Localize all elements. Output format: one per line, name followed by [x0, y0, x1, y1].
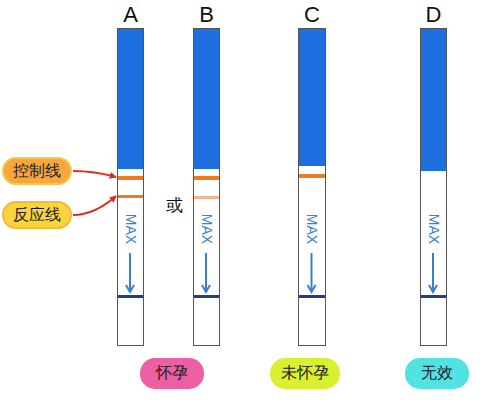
- pill-text: 未怀孕: [281, 363, 329, 384]
- flow-arrow: [299, 251, 326, 301]
- flow-arrow: [421, 251, 447, 301]
- flow-arrow-head: [429, 285, 437, 292]
- strip-body: MAX: [420, 28, 447, 346]
- label-pill: 怀孕: [140, 358, 204, 389]
- test-strip: A MAX: [117, 0, 144, 346]
- absorbent-tip: [118, 29, 143, 169]
- test-strip: C MAX: [298, 0, 326, 346]
- result-line: [118, 176, 143, 180]
- result-line: [299, 174, 325, 178]
- flow-arrow: [118, 251, 144, 301]
- flow-arrow-shaft: [129, 253, 131, 291]
- strip-letter: B: [199, 2, 214, 28]
- test-strip: B MAX: [193, 0, 220, 346]
- label-pill: 无效: [405, 358, 469, 389]
- max-line: [194, 295, 219, 298]
- strip-body: MAX: [193, 28, 220, 346]
- flow-arrow: [194, 251, 220, 301]
- max-mark: MAX: [426, 214, 442, 244]
- pill-text: 控制线: [13, 161, 61, 182]
- max-line: [421, 295, 446, 298]
- result-line: [194, 196, 219, 199]
- pill-text: 反应线: [13, 205, 61, 226]
- flow-arrow-head: [308, 285, 316, 292]
- conjunction-label: 或: [166, 194, 183, 217]
- result-line: [118, 195, 143, 198]
- max-line: [118, 295, 143, 298]
- flow-arrow-head: [202, 285, 210, 292]
- max-mark: MAX: [123, 214, 139, 244]
- label-pill: 控制线: [2, 157, 72, 185]
- test-strip: D MAX: [420, 0, 447, 346]
- strip-letter: D: [426, 2, 442, 28]
- label-pill: 反应线: [2, 201, 72, 229]
- result-line: [194, 176, 219, 180]
- strip-body: MAX: [298, 28, 326, 346]
- max-mark: MAX: [304, 214, 320, 244]
- absorbent-tip: [194, 29, 219, 169]
- strip-body: MAX: [117, 28, 144, 346]
- absorbent-tip: [421, 29, 446, 171]
- flow-arrow-shaft: [311, 253, 313, 291]
- pointer-arrow: [73, 171, 116, 177]
- pill-text: 无效: [421, 363, 453, 384]
- flow-arrow-head: [126, 285, 134, 292]
- pill-text: 怀孕: [156, 363, 188, 384]
- max-line: [299, 295, 325, 298]
- label-pill: 未怀孕: [270, 358, 340, 389]
- strip-letter: C: [304, 2, 320, 28]
- absorbent-tip: [299, 29, 325, 166]
- flow-arrow-shaft: [432, 253, 434, 291]
- flow-arrow-shaft: [205, 253, 207, 291]
- strip-letter: A: [123, 2, 138, 28]
- max-mark: MAX: [199, 214, 215, 244]
- pointer-arrow: [73, 196, 116, 215]
